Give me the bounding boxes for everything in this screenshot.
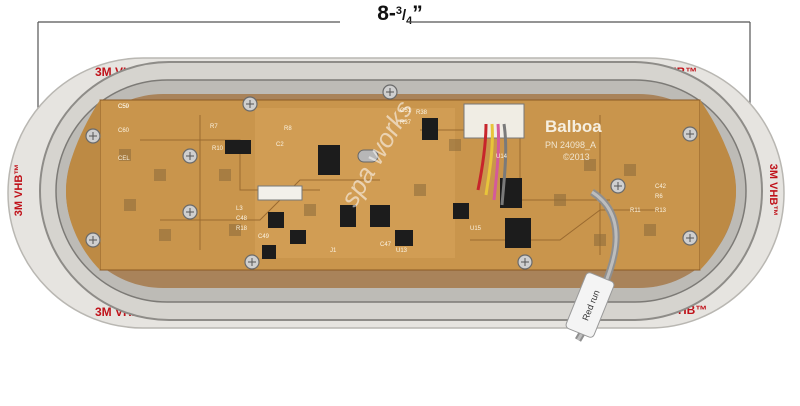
led-pad [154, 169, 166, 181]
led-pad [449, 139, 461, 151]
silkscreen-label: U13 [396, 248, 408, 254]
led-pad [304, 204, 316, 216]
crystal [357, 149, 379, 163]
chip-u14 [422, 118, 438, 140]
silkscreen-label: C47 [380, 242, 392, 248]
silkscreen-label: J1 [330, 248, 337, 254]
dimension-denominator: 4 [406, 15, 413, 27]
chip-u5 [290, 230, 306, 244]
led-pad [119, 149, 131, 161]
silkscreen-label: R8 [284, 126, 292, 132]
part-number: PN 24098_A [545, 140, 596, 150]
silkscreen-label: U14 [496, 154, 508, 160]
led-pads [119, 139, 656, 246]
silkscreen-label: R10 [212, 146, 224, 152]
chip-u1 [318, 145, 340, 175]
led-pad [219, 169, 231, 181]
silkscreen-label: R13 [655, 208, 667, 214]
brand-logo-text: Balboa [545, 117, 602, 136]
silkscreen-label: L3 [236, 206, 243, 212]
silkscreen-label: C48 [236, 216, 248, 222]
connector-white-left [257, 185, 303, 201]
header-j1 [225, 140, 251, 154]
led-pad [594, 234, 606, 246]
silkscreen-label: R11 [630, 208, 641, 214]
dimension-label: 8-3/4” [0, 2, 800, 27]
connector-wires [476, 123, 508, 206]
silkscreen-label: C51 [400, 108, 412, 114]
chip-u16 [453, 203, 469, 219]
led-pad [584, 159, 596, 171]
copyright-mark: ©2013 [563, 152, 590, 162]
silkscreen-label: C49 [258, 234, 270, 240]
silkscreen-label: R37 [400, 120, 412, 126]
chip-u15 [395, 230, 413, 246]
board-right-end [700, 100, 736, 270]
led-pad [554, 194, 566, 206]
silkscreen-label: C2 [276, 142, 284, 148]
silkscreen-label: CEL [118, 156, 130, 162]
silkscreen-label: C50 [118, 104, 130, 110]
silkscreen-label: R38 [416, 110, 428, 116]
silkscreen-label: R7 [210, 124, 218, 130]
adhesive-text: 3M VHB™ [767, 164, 779, 217]
led-pad [644, 224, 656, 236]
silkscreen-label: R18 [236, 226, 248, 232]
chip-u4 [268, 212, 284, 228]
silkscreen-label: U15 [470, 226, 482, 232]
chip-u3 [370, 205, 390, 227]
screws [85, 84, 698, 270]
silkscreen-label: R6 [655, 194, 663, 200]
led-pad [229, 224, 241, 236]
adhesive-text: 3M VHB™ [13, 164, 25, 217]
led-pad [624, 164, 636, 176]
led-pad [159, 229, 171, 241]
regulator-u8 [500, 178, 522, 208]
connector-header [463, 103, 525, 139]
regulator-u9 [505, 218, 531, 248]
chip-u6 [262, 245, 276, 259]
dimension-slash: / [402, 7, 407, 24]
dimension-whole: 8 [377, 2, 389, 25]
led-pad [414, 184, 426, 196]
led-pad [124, 199, 136, 211]
chip-u2 [340, 205, 356, 227]
silkscreen-label: C59 [118, 104, 130, 110]
cable-tag [565, 272, 615, 338]
dimension-numerator: 3 [395, 5, 402, 17]
chips [225, 118, 531, 259]
copper-area [255, 108, 455, 258]
dimension-inch-mark: ” [412, 2, 423, 25]
silkscreen-label: C42 [655, 184, 667, 190]
dimension-lines [37, 21, 751, 180]
silkscreen-label: C60 [118, 128, 130, 134]
dimension-separator: - [388, 2, 396, 25]
